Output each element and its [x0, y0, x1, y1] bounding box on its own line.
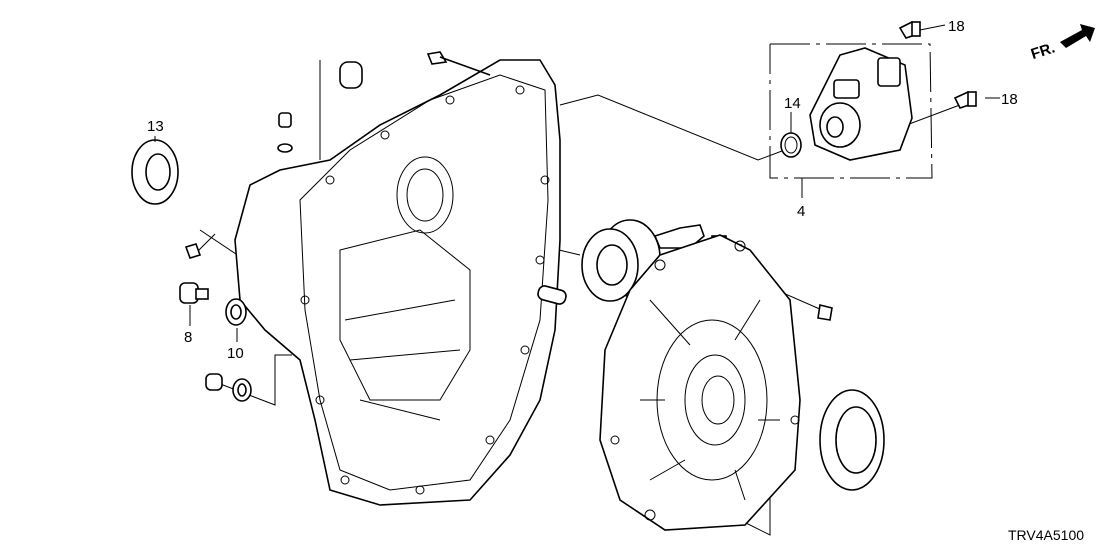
dowel-pin-small: [537, 285, 567, 305]
breather-cap: [277, 112, 293, 153]
callout-8: 8: [184, 329, 192, 346]
sensor-assembly-4: [769, 43, 933, 198]
bearing: [581, 219, 661, 302]
oil-seal-right: [819, 389, 885, 491]
arrow-icon: [1060, 24, 1095, 48]
bolt-top: [426, 51, 491, 76]
dowel-pin: [339, 61, 363, 89]
front-direction-indicator: FR.: [1029, 24, 1095, 63]
callout-18-upper: 18: [948, 18, 965, 35]
bolt-right: [817, 304, 833, 321]
callout-14: 14: [784, 95, 801, 112]
transmission-housing: [234, 59, 561, 506]
callout-4: 4: [797, 203, 805, 220]
rear-cover: [599, 234, 801, 531]
bolt-left: [184, 233, 216, 259]
direction-label: FR.: [1029, 39, 1057, 63]
washer-10: [225, 298, 247, 326]
drain-plug-8: [179, 282, 209, 304]
fill-plug: [205, 373, 252, 402]
bolts-18: [898, 20, 977, 109]
callout-13: 13: [147, 118, 164, 135]
diagram-code: TRV4A5100: [1008, 527, 1084, 543]
callout-18-lower: 18: [1001, 91, 1018, 108]
oil-seal-13: [131, 139, 179, 205]
callout-10: 10: [227, 345, 244, 362]
